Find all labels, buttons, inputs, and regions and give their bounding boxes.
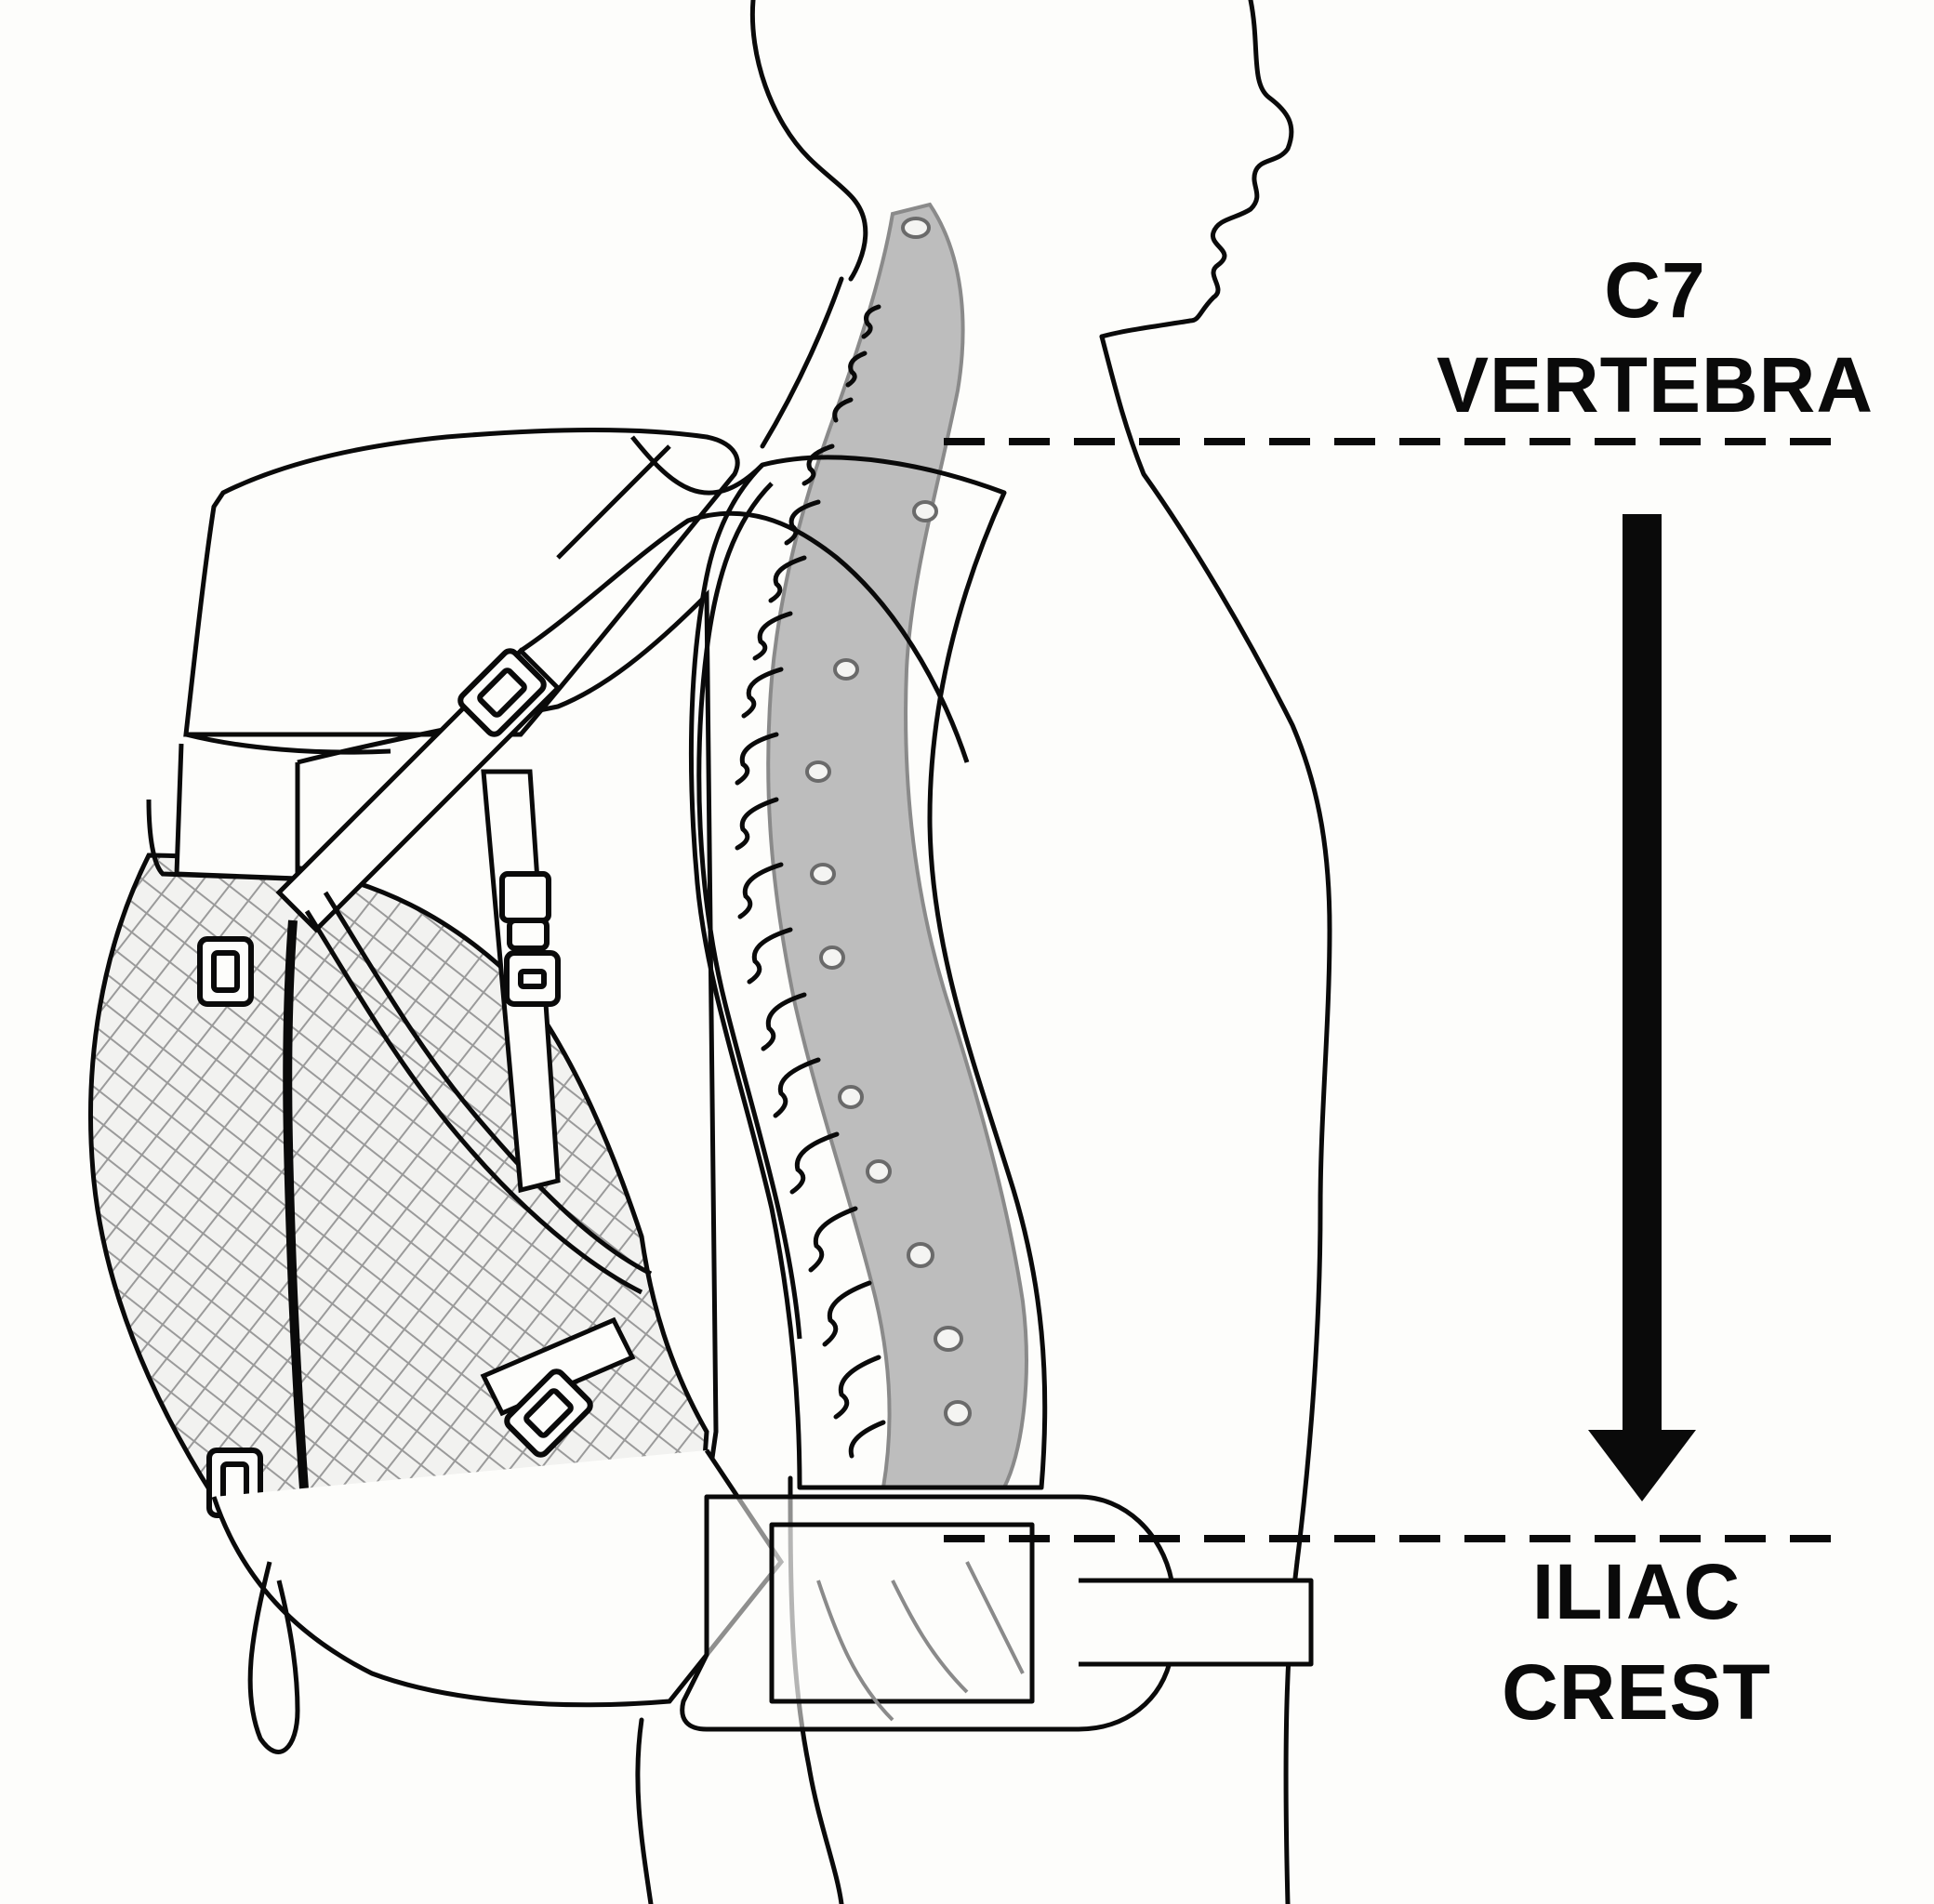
- head-outline: [749, 0, 868, 282]
- pack-bottom: [211, 1448, 785, 1708]
- haul-loop: [247, 1561, 300, 1754]
- iliac-label-line-2: CREST: [1502, 1648, 1771, 1736]
- hip-belt-strap: [1079, 1578, 1314, 1667]
- back-panel: [688, 455, 1048, 1490]
- pack-collar-band: [146, 799, 289, 881]
- face-profile: [1099, 0, 1294, 339]
- c7-label-line-2: VERTEBRA: [1436, 341, 1874, 429]
- arrow-down-icon: [1588, 1430, 1696, 1501]
- neck-front: [1099, 334, 1332, 1565]
- measurement-guides: [944, 438, 1836, 1542]
- spine: [735, 202, 1028, 1489]
- lid-seam: [185, 732, 391, 755]
- pelvis-sketch: [816, 1561, 1025, 1722]
- hip-belt: [680, 1494, 1314, 1732]
- pack-collar: [174, 743, 300, 881]
- neck-back: [760, 276, 844, 449]
- iliac-label-line-1: ILIAC: [1531, 1548, 1742, 1635]
- sternum-clip: [499, 871, 561, 1007]
- backpack: [88, 428, 970, 1754]
- hip-belt-pocket: [769, 1522, 1035, 1704]
- back-panel-outline: [688, 455, 1048, 1490]
- spine-column: [766, 202, 1028, 1489]
- vertebra-nubs: [805, 217, 972, 1426]
- back-panel-inner: [696, 482, 802, 1340]
- top-lid: [183, 428, 740, 737]
- hip-back-line: [635, 1717, 654, 1904]
- hip-belt-outline: [680, 1494, 1174, 1732]
- c7-label-line-1: C7: [1604, 246, 1706, 334]
- iliac-crest-label: ILIAC CREST: [1358, 1553, 1915, 1731]
- c7-vertebra-label: C7 VERTEBRA: [1376, 251, 1934, 424]
- pack-side-panel: [283, 919, 311, 1526]
- arrow-shaft: [1623, 514, 1662, 1435]
- ladder-buckles: [457, 648, 593, 1458]
